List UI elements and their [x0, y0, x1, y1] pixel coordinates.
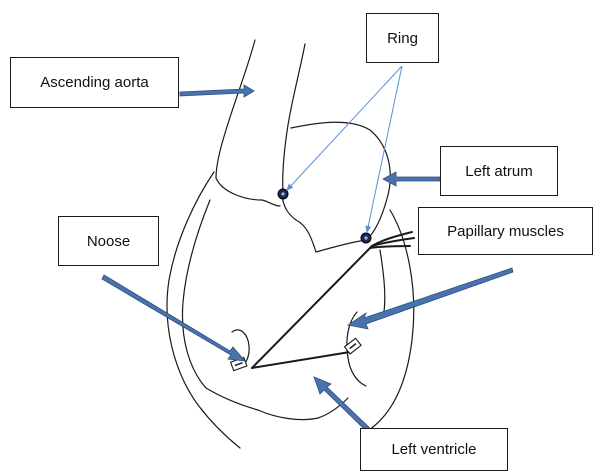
ascending-aorta-label: Ascending aorta [10, 57, 179, 108]
ring-marker-lower [361, 233, 371, 243]
ring-label: Ring [366, 13, 439, 63]
ventricle-inner-left-wall [182, 200, 258, 410]
papillary-muscles-arrow [348, 268, 513, 329]
aorta-left-wall [216, 40, 255, 178]
left-ventricle-label: Left ventricle [360, 428, 508, 471]
left-atrium-outline [282, 122, 390, 252]
noose-label: Noose [58, 216, 159, 266]
aorta-right-wall [283, 44, 305, 195]
papillary-muscles-label: Papillary muscles [418, 207, 593, 255]
ascending-aorta-arrow [180, 85, 254, 97]
ventricle-inner-right-wall [380, 250, 385, 312]
ventricle-apex [258, 398, 348, 420]
ring-marker-upper [278, 189, 288, 199]
aorta-root-curve [216, 178, 280, 206]
ventricle-outer-left-wall [167, 172, 240, 448]
left-atrium-arrow [383, 172, 440, 186]
suture-tail-3 [370, 246, 410, 248]
noose-arrow [102, 275, 245, 361]
ring-pointer-upper [287, 66, 402, 190]
left-atrium-label: Left atrum [440, 146, 558, 196]
